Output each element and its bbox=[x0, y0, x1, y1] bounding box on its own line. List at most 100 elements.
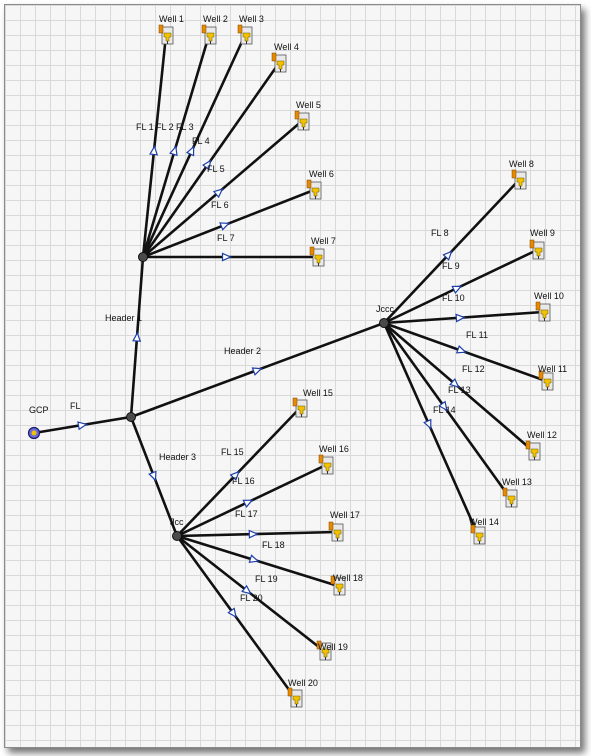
well-17-label: Well 17 bbox=[330, 510, 360, 520]
well-2-label: Well 2 bbox=[203, 14, 228, 24]
flowline-9-arrow[interactable] bbox=[451, 283, 463, 295]
well-15-icon-head bbox=[297, 405, 306, 415]
well-11-icon[interactable] bbox=[538, 370, 554, 391]
well-18-icon[interactable] bbox=[330, 575, 346, 596]
well-13-label: Well 13 bbox=[502, 477, 532, 487]
well-13-icon[interactable] bbox=[502, 487, 518, 508]
header1-label: Header 1 bbox=[105, 313, 142, 323]
well-4-icon-head bbox=[276, 60, 285, 70]
well-3-icon[interactable] bbox=[237, 24, 253, 45]
well-12-icon-valve bbox=[525, 440, 531, 450]
flowline-11-arrow-shape bbox=[455, 345, 467, 354]
flowline-18-arrow[interactable] bbox=[248, 554, 260, 564]
flowline-3-arrow-shape bbox=[185, 145, 195, 157]
well-12-icon[interactable] bbox=[525, 440, 541, 461]
well-16-label: Well 16 bbox=[319, 444, 349, 454]
well-11-icon-valve bbox=[538, 370, 544, 380]
junction-root-node[interactable] bbox=[126, 412, 136, 422]
flowline-7-arrow[interactable] bbox=[221, 252, 232, 262]
flowline-12-label: FL 12 bbox=[462, 364, 485, 374]
flowline-15-arrow[interactable] bbox=[229, 469, 242, 482]
well-14-icon[interactable] bbox=[470, 524, 486, 545]
well-9-icon[interactable] bbox=[529, 239, 545, 260]
well-1-icon[interactable] bbox=[158, 24, 174, 45]
flowline-2-arrow-shape bbox=[169, 145, 178, 157]
well-2-icon[interactable] bbox=[201, 24, 217, 45]
header3-flow-arrow[interactable] bbox=[148, 470, 159, 482]
well-8-icon[interactable] bbox=[511, 169, 527, 190]
well-16-icon-head bbox=[323, 462, 332, 472]
well-4-icon[interactable] bbox=[271, 52, 287, 73]
flowline-3-arrow[interactable] bbox=[185, 145, 197, 157]
well-5-icon-valve bbox=[294, 110, 300, 120]
well-7-icon-head bbox=[314, 254, 323, 264]
well-7-icon[interactable] bbox=[309, 246, 325, 267]
flowline-2-label: FL 2 bbox=[156, 122, 174, 132]
well-1-icon-head bbox=[163, 32, 172, 42]
flowline-19-arrow[interactable] bbox=[241, 584, 253, 597]
well-7-icon-valve bbox=[309, 246, 315, 256]
flowline-14-arrow[interactable] bbox=[423, 418, 434, 430]
flowline-4-arrow[interactable] bbox=[201, 159, 213, 171]
well-8-icon-head bbox=[516, 177, 525, 187]
flowline-13-arrow-shape bbox=[438, 400, 448, 412]
junction-jcc-node[interactable] bbox=[172, 531, 182, 541]
flowline-17-arrow[interactable] bbox=[248, 529, 259, 539]
flowline-11-arrow[interactable] bbox=[455, 345, 467, 355]
flowline-11-label: FL 11 bbox=[466, 330, 488, 340]
flowline-19-arrow-shape bbox=[241, 584, 252, 595]
well-13-icon-valve bbox=[502, 487, 508, 497]
header2-flow-arrow[interactable] bbox=[251, 365, 263, 376]
junction-header1_end-node[interactable] bbox=[138, 252, 148, 262]
well-15-label: Well 15 bbox=[303, 388, 333, 398]
well-7-label: Well 7 bbox=[311, 236, 336, 246]
flowline-2-arrow[interactable] bbox=[169, 145, 179, 157]
well-14-label: Well 14 bbox=[469, 517, 499, 527]
flowline-17-arrow-shape bbox=[248, 529, 259, 539]
header1-flow-arrow[interactable] bbox=[132, 331, 142, 342]
flowline-7-arrow-shape bbox=[221, 252, 232, 262]
flowline-16-label: FL 16 bbox=[232, 476, 255, 486]
well-20-icon[interactable] bbox=[287, 687, 303, 708]
well-15-icon-valve bbox=[292, 397, 298, 407]
flowline-10-arrow[interactable] bbox=[455, 313, 466, 323]
fl-flow-arrow[interactable] bbox=[77, 421, 88, 431]
well-9-icon-head bbox=[534, 247, 543, 257]
well-12-label: Well 12 bbox=[527, 430, 557, 440]
well-11-icon-head bbox=[543, 378, 552, 388]
flowline-8-arrow[interactable] bbox=[442, 249, 454, 261]
flowline-3-label: FL 3 bbox=[176, 122, 194, 132]
flowline-12-arrow[interactable] bbox=[449, 378, 461, 390]
flowline-8-arrow-shape bbox=[442, 250, 453, 261]
well-1-icon-valve bbox=[158, 24, 164, 34]
well-17-icon[interactable] bbox=[328, 521, 344, 542]
well-6-icon[interactable] bbox=[306, 179, 322, 200]
flowline-6-arrow[interactable] bbox=[219, 220, 231, 231]
flowline-7-label: FL 7 bbox=[217, 233, 235, 243]
flowline-12-arrow-shape bbox=[449, 378, 460, 388]
flowline-16-arrow[interactable] bbox=[242, 497, 254, 508]
junction-jccc-node[interactable] bbox=[379, 318, 389, 328]
flowline-13-arrow[interactable] bbox=[438, 400, 450, 413]
flowline-19-label: FL 19 bbox=[255, 574, 278, 584]
well-5-icon-head bbox=[299, 118, 308, 128]
well-5-icon[interactable] bbox=[294, 110, 310, 131]
well-16-icon[interactable] bbox=[318, 454, 334, 475]
flowline-20-label: FL 20 bbox=[240, 593, 263, 603]
flowline-5-arrow[interactable] bbox=[212, 186, 225, 199]
well-2-icon-head bbox=[206, 32, 215, 42]
well-19-icon[interactable] bbox=[316, 640, 332, 661]
flowline-13-label: FL 13 bbox=[448, 385, 471, 395]
flowline-1-arrow[interactable] bbox=[149, 145, 159, 156]
flowline-15-arrow-shape bbox=[229, 470, 240, 482]
well-15-icon[interactable] bbox=[292, 397, 308, 418]
well-11-label: Well 11 bbox=[538, 364, 567, 374]
well-10-icon[interactable] bbox=[535, 301, 551, 322]
flowline-1-label: FL 1 bbox=[136, 122, 154, 132]
well-12-icon-head bbox=[530, 448, 539, 458]
well-10-icon-valve bbox=[535, 301, 541, 311]
well-18-icon-head bbox=[335, 583, 344, 593]
header3-flow-arrow-shape bbox=[148, 470, 157, 482]
flowline-20-arrow[interactable] bbox=[227, 607, 239, 619]
source-label: GCP bbox=[29, 405, 49, 415]
